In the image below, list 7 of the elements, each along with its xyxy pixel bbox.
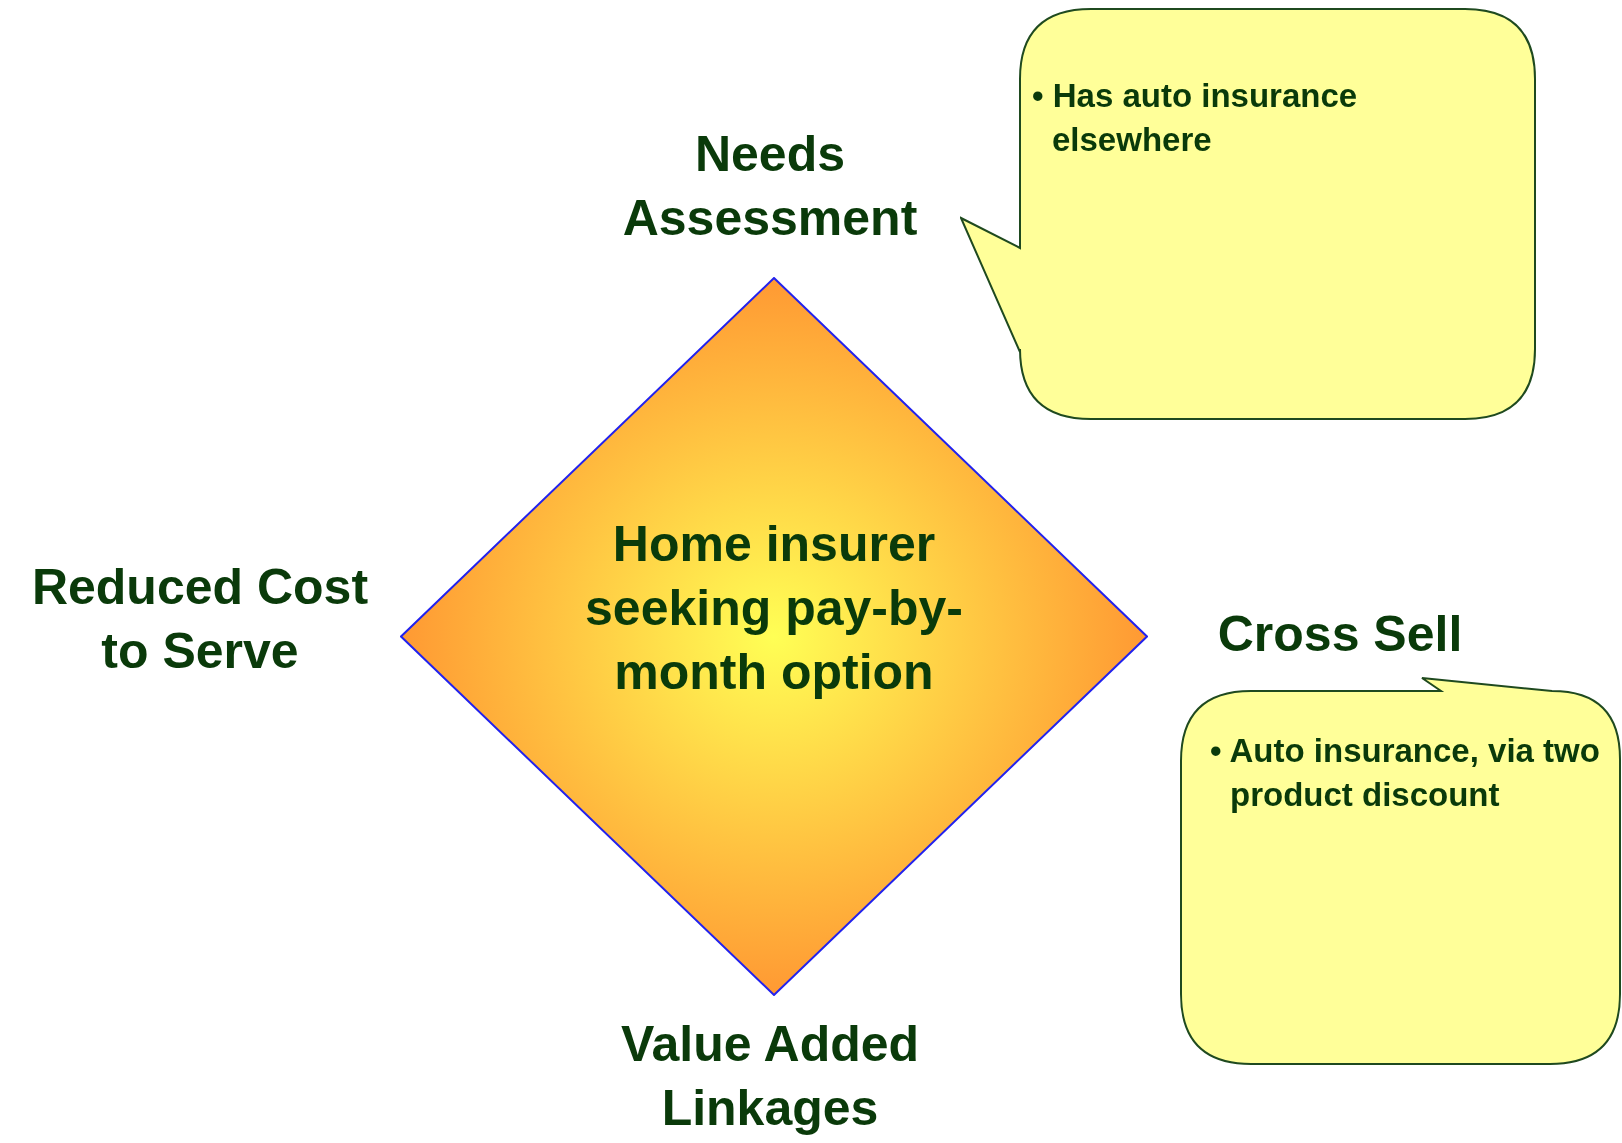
- bullet-item: • Has auto insurance elsewhere: [1032, 76, 1359, 160]
- corner-label: Cross Sell: [1216, 605, 1464, 664]
- corner-label: Reduced Cost to Serve: [30, 558, 370, 681]
- corner-label: Value Added Linkages: [619, 1015, 921, 1138]
- corner-label: Needs Assessment: [621, 125, 919, 248]
- node-text: Home insurer seeking pay-by-month option: [584, 515, 964, 702]
- bullet-item: • Auto insurance, via two product discount: [1210, 731, 1601, 815]
